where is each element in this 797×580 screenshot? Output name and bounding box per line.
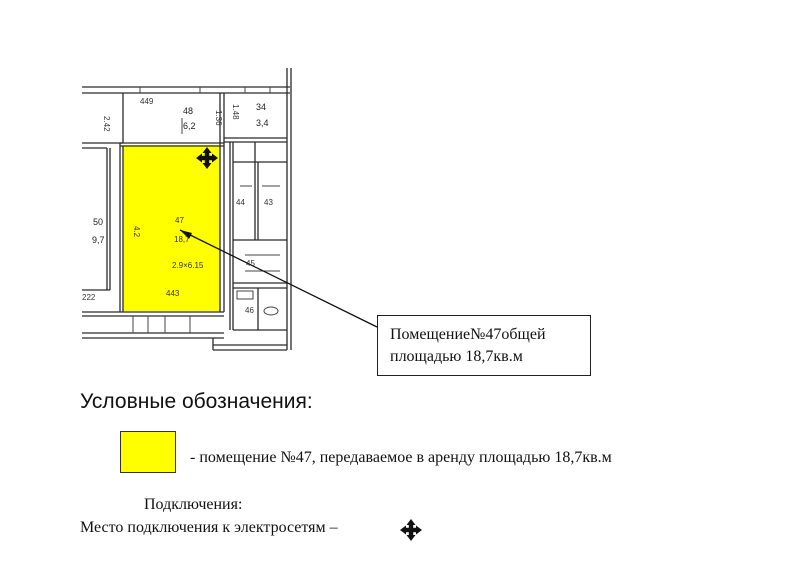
callout-line-2: площадью 18,7кв.м: [390, 348, 523, 365]
label-222: 222: [82, 293, 96, 302]
room-34-number: 34: [256, 102, 266, 112]
room-47-dims: 2.9×6.15: [172, 261, 204, 270]
label-443: 443: [166, 289, 180, 298]
callout-leader-line: [179, 229, 378, 328]
legend-title: Условные обозначения:: [80, 390, 313, 413]
room-47-area: 18,7: [174, 235, 190, 244]
room-47-fill: [123, 145, 220, 311]
room-47-callout: Помещение№47общей площадью 18,7кв.м: [377, 315, 591, 376]
legend-swatch: [120, 431, 176, 473]
room-48-area: 6,2: [183, 121, 196, 131]
room-43-number: 43: [264, 198, 273, 207]
room-46-number: 46: [245, 306, 254, 315]
four-arrows-cross-icon: [400, 519, 422, 541]
label-dim-148: 1.48: [231, 104, 240, 120]
room-48-number: 48: [183, 106, 193, 116]
room-44-number: 44: [236, 198, 245, 207]
label-449: 449: [140, 97, 154, 106]
callout-leader-arrowhead: [180, 230, 192, 239]
connections-title: Подключения:: [144, 496, 243, 513]
room-45-number: 45: [246, 259, 255, 268]
room-47-side: 4.2: [132, 226, 141, 238]
legend-description: - помещение №47, передаваемое в аренду п…: [190, 449, 612, 466]
room-34-area: 3,4: [256, 118, 269, 128]
room-50-number: 50: [93, 217, 103, 227]
room-47-number: 47: [175, 216, 184, 225]
label-dim-136: 1.36: [214, 110, 223, 126]
callout-line-1: Помещение№47общей: [390, 326, 546, 343]
room-50-area: 9,7: [92, 235, 105, 245]
label-dim-242: 2.42: [102, 116, 111, 132]
floor-plan: 449 48 6,2 1.36 1.48 34 3,4 2.42 50 9,7 …: [82, 68, 378, 351]
connections-label: Место подключения к электросетям –: [80, 519, 338, 536]
